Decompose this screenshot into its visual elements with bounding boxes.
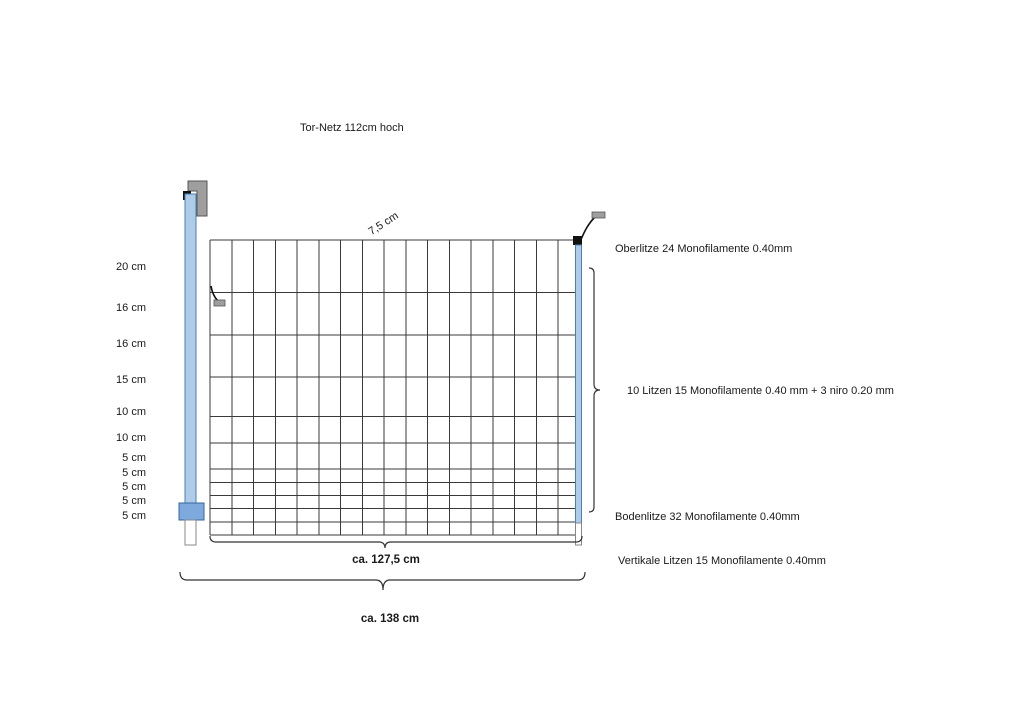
net-grid bbox=[209, 239, 581, 536]
net-height-brace bbox=[588, 267, 601, 513]
left-post-ground-stake bbox=[184, 519, 197, 546]
row-height-label: 10 cm bbox=[116, 406, 146, 418]
left-post-tube bbox=[184, 193, 197, 515]
total-width-brace bbox=[179, 571, 586, 591]
left-post-foot-cap bbox=[178, 502, 205, 521]
net-width-dimension: ca. 127,5 cm bbox=[352, 554, 420, 566]
post-clamp-top-right bbox=[573, 236, 582, 245]
row-height-label: 16 cm bbox=[116, 338, 146, 350]
diagram-title: Tor-Netz 112cm hoch bbox=[300, 122, 404, 134]
left-net-hook bbox=[210, 285, 226, 307]
hook-wire bbox=[210, 285, 219, 302]
hook-gray-tip bbox=[213, 299, 226, 307]
row-height-labels: 20 cm 16 cm 16 cm 15 cm 10 cm 10 cm 5 cm… bbox=[116, 261, 146, 522]
right-post-ground-stake bbox=[575, 522, 582, 546]
top-wire-label: Oberlitze 24 Monofilamente 0.40mm bbox=[615, 243, 792, 255]
row-height-label: 5 cm bbox=[122, 510, 146, 522]
row-height-label: 20 cm bbox=[116, 261, 146, 273]
row-height-label: 16 cm bbox=[116, 302, 146, 314]
bottom-wire-label: Bodenlitze 32 Monofilamente 0.40mm bbox=[615, 511, 800, 523]
right-wire-gray-tip bbox=[591, 211, 606, 219]
right-post-tube bbox=[575, 244, 582, 524]
row-height-label: 15 cm bbox=[116, 374, 146, 386]
total-width-dimension: ca. 138 cm bbox=[361, 613, 419, 625]
vertical-wires-label: Vertikale Litzen 15 Monofilamente 0.40mm bbox=[618, 555, 826, 567]
row-height-label: 5 cm bbox=[122, 495, 146, 507]
mesh-size-label: 7,5 cm bbox=[366, 210, 400, 238]
middle-wires-label: 10 Litzen 15 Monofilamente 0.40 mm + 3 n… bbox=[627, 385, 894, 397]
row-height-label: 5 cm bbox=[122, 481, 146, 493]
row-height-label: 5 cm bbox=[122, 467, 146, 479]
right-gate-post bbox=[573, 211, 606, 546]
net-width-brace bbox=[209, 535, 583, 549]
row-height-label: 10 cm bbox=[116, 432, 146, 444]
left-gate-post bbox=[178, 180, 208, 546]
right-post-wire bbox=[579, 216, 596, 243]
row-height-label: 5 cm bbox=[122, 452, 146, 464]
